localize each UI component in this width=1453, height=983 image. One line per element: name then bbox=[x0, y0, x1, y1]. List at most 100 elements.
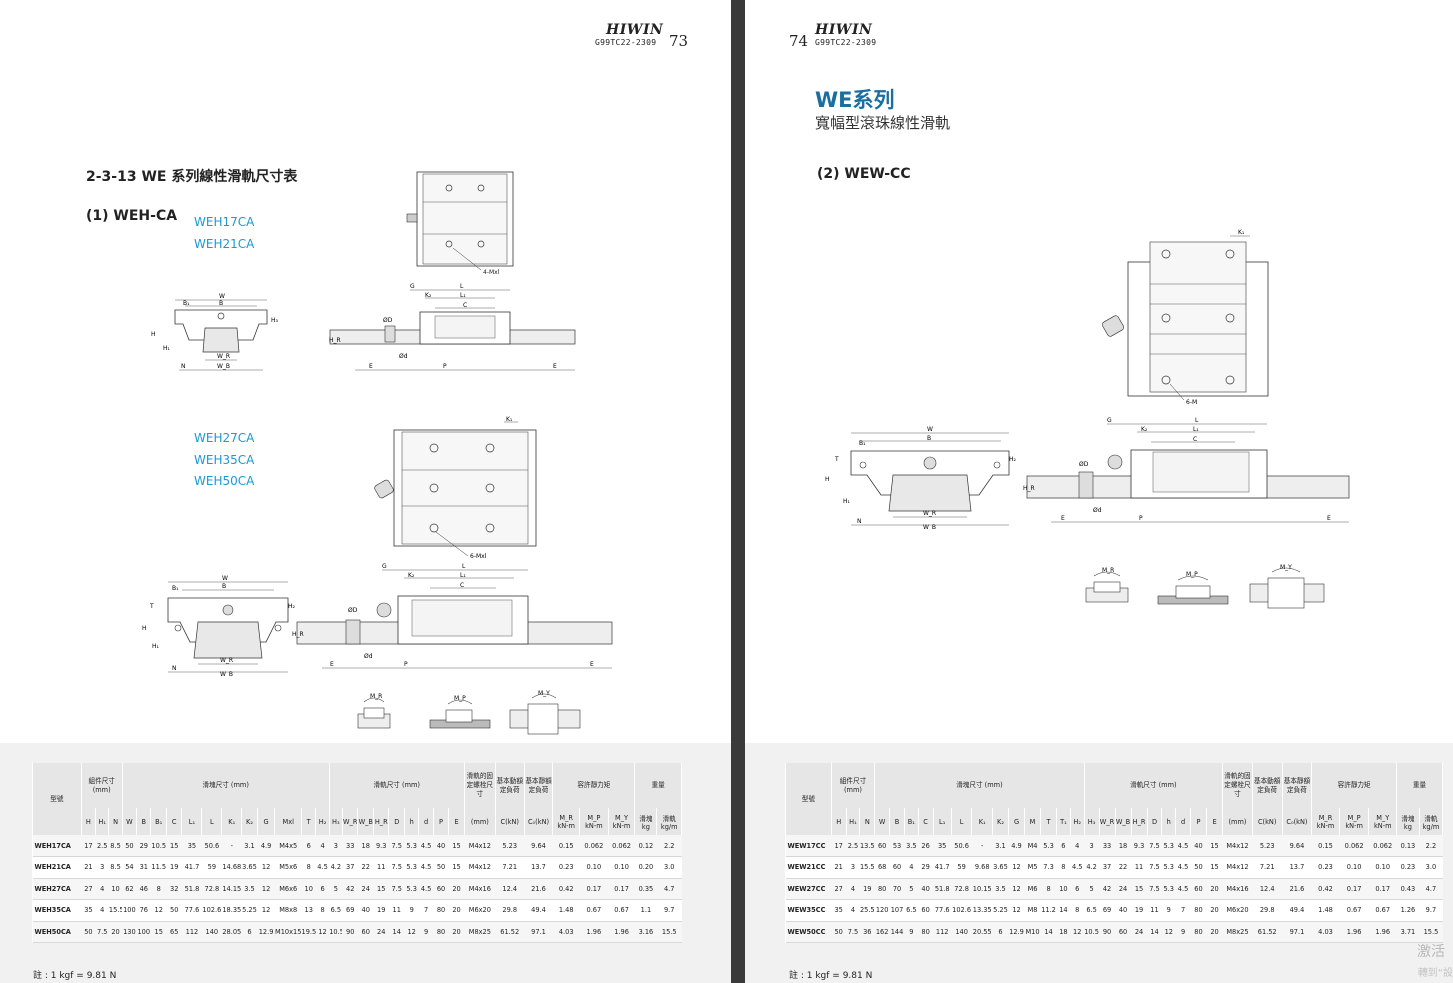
table-cell: 12 bbox=[1161, 921, 1176, 943]
table-cell: 3.16 bbox=[634, 921, 657, 943]
dim-label: W_R bbox=[217, 353, 230, 360]
table-cell: 3.65 bbox=[241, 856, 258, 879]
header-column: H₃ bbox=[328, 808, 343, 835]
table-cell: 7.5 bbox=[1147, 835, 1162, 857]
dim-label: H₁ bbox=[163, 345, 171, 352]
dim-label: C bbox=[463, 302, 467, 309]
header-column: H_R bbox=[1130, 808, 1148, 835]
table-cell: 27 bbox=[81, 878, 96, 900]
table-cell: 3.1 bbox=[241, 835, 258, 857]
table-cell: 15.5 bbox=[108, 899, 123, 922]
table-cell: 4.7 bbox=[656, 878, 682, 900]
table-cell: M4x12 bbox=[464, 856, 496, 879]
table-cell: 14 bbox=[1056, 899, 1071, 922]
header-column: C(kN) bbox=[1251, 808, 1283, 835]
table-cell: 0.23 bbox=[1396, 856, 1420, 879]
dim-label: E bbox=[590, 661, 594, 668]
table-cell: 8 bbox=[301, 856, 316, 879]
table-cell: 9 bbox=[1161, 899, 1176, 922]
activation-watermark: 激活 bbox=[1417, 944, 1445, 960]
table-cell: 0.10 bbox=[1368, 856, 1397, 879]
moment-icons: M_R M_P M_Y bbox=[350, 688, 590, 738]
table-cell: 11.2 bbox=[1040, 899, 1057, 922]
four-mxl-label: 4-Mxl bbox=[483, 269, 500, 276]
table-cell: 21.6 bbox=[524, 878, 553, 900]
table-cell: 10.5 bbox=[329, 921, 343, 943]
table-cell: 19 bbox=[166, 856, 182, 879]
table-cell: 0.15 bbox=[1311, 835, 1340, 857]
table-cell: 9.7 bbox=[656, 899, 682, 922]
table-cell: 9.64 bbox=[524, 835, 553, 857]
table-cell: 80 bbox=[433, 899, 449, 922]
six-mxl-label: 6-Mxl bbox=[470, 553, 487, 560]
table-cell: 1.96 bbox=[1368, 921, 1397, 943]
table-cell: 144 bbox=[889, 921, 905, 943]
table-cell: 50 bbox=[1190, 856, 1207, 879]
header-model: 型號 bbox=[32, 763, 82, 835]
table-cell: 6 bbox=[241, 921, 258, 943]
table-cell: 33 bbox=[342, 835, 358, 857]
dim-label: L₁ bbox=[1193, 426, 1199, 433]
model-list-small: WEH17CA WEH21CA bbox=[194, 212, 254, 255]
table-cell: 3 bbox=[95, 856, 109, 879]
table-cell: 5 bbox=[1084, 878, 1099, 900]
table-cell: 6 bbox=[1056, 835, 1071, 857]
table-cell: 41.7 bbox=[933, 856, 952, 879]
table-cell: 14 bbox=[1147, 921, 1162, 943]
table-cell: 3 bbox=[1084, 835, 1099, 857]
header-column: C₀(kN) bbox=[523, 808, 554, 835]
table-cell: 72.8 bbox=[951, 878, 972, 900]
table-cell: 7.21 bbox=[495, 856, 525, 879]
table-cell: 4.5 bbox=[418, 856, 434, 879]
table-cell: 0.67 bbox=[1368, 899, 1397, 922]
table-cell: 0.23 bbox=[552, 856, 580, 879]
table-cell: 0.12 bbox=[634, 835, 657, 857]
table-cell: 0.42 bbox=[1311, 878, 1340, 900]
header-column: h bbox=[1161, 808, 1177, 835]
dim-label: B bbox=[219, 300, 223, 307]
table-cell: 8 bbox=[1070, 899, 1085, 922]
table-cell: 20 bbox=[1206, 899, 1223, 922]
table-cell: 18 bbox=[1056, 921, 1071, 943]
table-cell: M8x25 bbox=[464, 921, 496, 943]
table-cell: 18.35 bbox=[221, 899, 242, 922]
table-cell: 12 bbox=[1070, 921, 1085, 943]
table-cell: M10x15 bbox=[274, 921, 302, 943]
table-cell: 21 bbox=[81, 856, 96, 879]
model-label: WEH35CA bbox=[194, 452, 255, 467]
table-cell: 15.5 bbox=[656, 921, 682, 943]
table-cell: 59 bbox=[951, 856, 972, 879]
table-cell: 0.062 bbox=[1368, 835, 1397, 857]
table-cell: 50 bbox=[122, 835, 137, 857]
table-cell: 8 bbox=[1040, 878, 1057, 900]
table-cell: 4 bbox=[904, 856, 919, 879]
table-cell: 10.5 bbox=[1084, 921, 1099, 943]
table-cell: 5.3 bbox=[404, 878, 419, 900]
table-cell: 4 bbox=[1070, 835, 1085, 857]
dim-label: T bbox=[834, 456, 839, 463]
table-cell: 14.68 bbox=[221, 856, 242, 879]
table-cell: 15 bbox=[373, 878, 389, 900]
table-cell: 80 bbox=[433, 921, 449, 943]
table-cell: 77.6 bbox=[181, 899, 202, 922]
table-cell: 3.5 bbox=[904, 835, 919, 857]
table-cell: 61.52 bbox=[1252, 921, 1283, 943]
table-cell: 1.1 bbox=[634, 899, 657, 922]
model-cell: WEH50CA bbox=[32, 921, 82, 943]
header-column: H_R bbox=[373, 808, 390, 835]
table-cell: 50 bbox=[433, 856, 449, 879]
table-cell: M4 bbox=[1024, 835, 1041, 857]
series-title: WE系列 bbox=[815, 88, 895, 112]
table-cell: 162 bbox=[874, 921, 890, 943]
table-cell: 8.5 bbox=[108, 835, 123, 857]
table-cell: 0.17 bbox=[579, 878, 609, 900]
table-cell: 13.5 bbox=[859, 835, 875, 857]
table-cell: 35 bbox=[81, 899, 96, 922]
doc-code: G99TC22-2309 bbox=[595, 38, 657, 47]
table-cell: 0.17 bbox=[1339, 878, 1369, 900]
header-column: Mxl bbox=[274, 808, 302, 835]
table-cell: 5.3 bbox=[1161, 856, 1176, 879]
dim-label: ØD bbox=[348, 607, 358, 614]
table-cell: 0.20 bbox=[634, 856, 657, 879]
table-cell: 11 bbox=[388, 899, 405, 922]
